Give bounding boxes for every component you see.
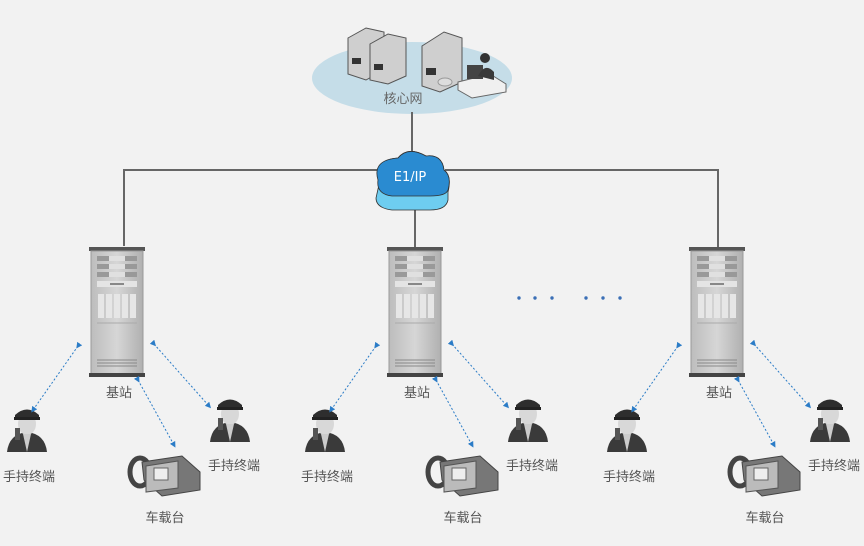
ellipsis-dots xyxy=(517,296,622,300)
cell-2 xyxy=(305,246,548,496)
server-icon xyxy=(421,31,463,93)
radio-link xyxy=(733,375,776,448)
radio-link xyxy=(431,375,474,448)
base-station-icon xyxy=(386,246,444,378)
handheld-label: 手持终端 xyxy=(602,470,656,485)
base-station-label: 基站 xyxy=(403,386,431,401)
backbone-label: E1/IP xyxy=(393,170,427,185)
vehicle-radio-icon xyxy=(730,456,800,496)
vehicle-radio-label: 车载台 xyxy=(145,511,185,526)
handheld-terminal-icon xyxy=(508,399,548,442)
vehicle-radio-icon xyxy=(130,456,200,496)
vehicle-radio-icon xyxy=(428,456,498,496)
handheld-label: 手持终端 xyxy=(207,459,261,474)
base-station-label: 基站 xyxy=(105,386,133,401)
radio-link xyxy=(749,339,811,409)
radio-link xyxy=(31,341,83,413)
cell-3 xyxy=(607,246,850,496)
server-icon xyxy=(347,27,407,85)
handheld-terminal-icon xyxy=(305,409,345,452)
vehicle-radio-label: 车载台 xyxy=(443,511,483,526)
vehicle-radio-label: 车载台 xyxy=(745,511,785,526)
base-station-icon xyxy=(688,246,746,378)
handheld-terminal-icon xyxy=(7,409,47,452)
handheld-label: 手持终端 xyxy=(2,470,56,485)
radio-link xyxy=(133,375,176,448)
base-station-label: 基站 xyxy=(705,386,733,401)
handheld-terminal-icon xyxy=(810,399,850,442)
core-network-label: 核心网 xyxy=(383,92,423,107)
handheld-terminal-icon xyxy=(210,399,250,442)
handheld-terminal-icon xyxy=(607,409,647,452)
radio-link xyxy=(447,339,509,409)
cell-1 xyxy=(7,246,250,496)
base-station-icon xyxy=(88,246,146,378)
handheld-label: 手持终端 xyxy=(807,459,861,474)
radio-link xyxy=(631,341,683,413)
radio-link xyxy=(329,341,381,413)
handheld-label: 手持终端 xyxy=(505,459,559,474)
radio-link xyxy=(149,339,211,409)
cloud-icon xyxy=(375,151,450,211)
operator-console-icon xyxy=(457,53,507,99)
handheld-label: 手持终端 xyxy=(300,470,354,485)
